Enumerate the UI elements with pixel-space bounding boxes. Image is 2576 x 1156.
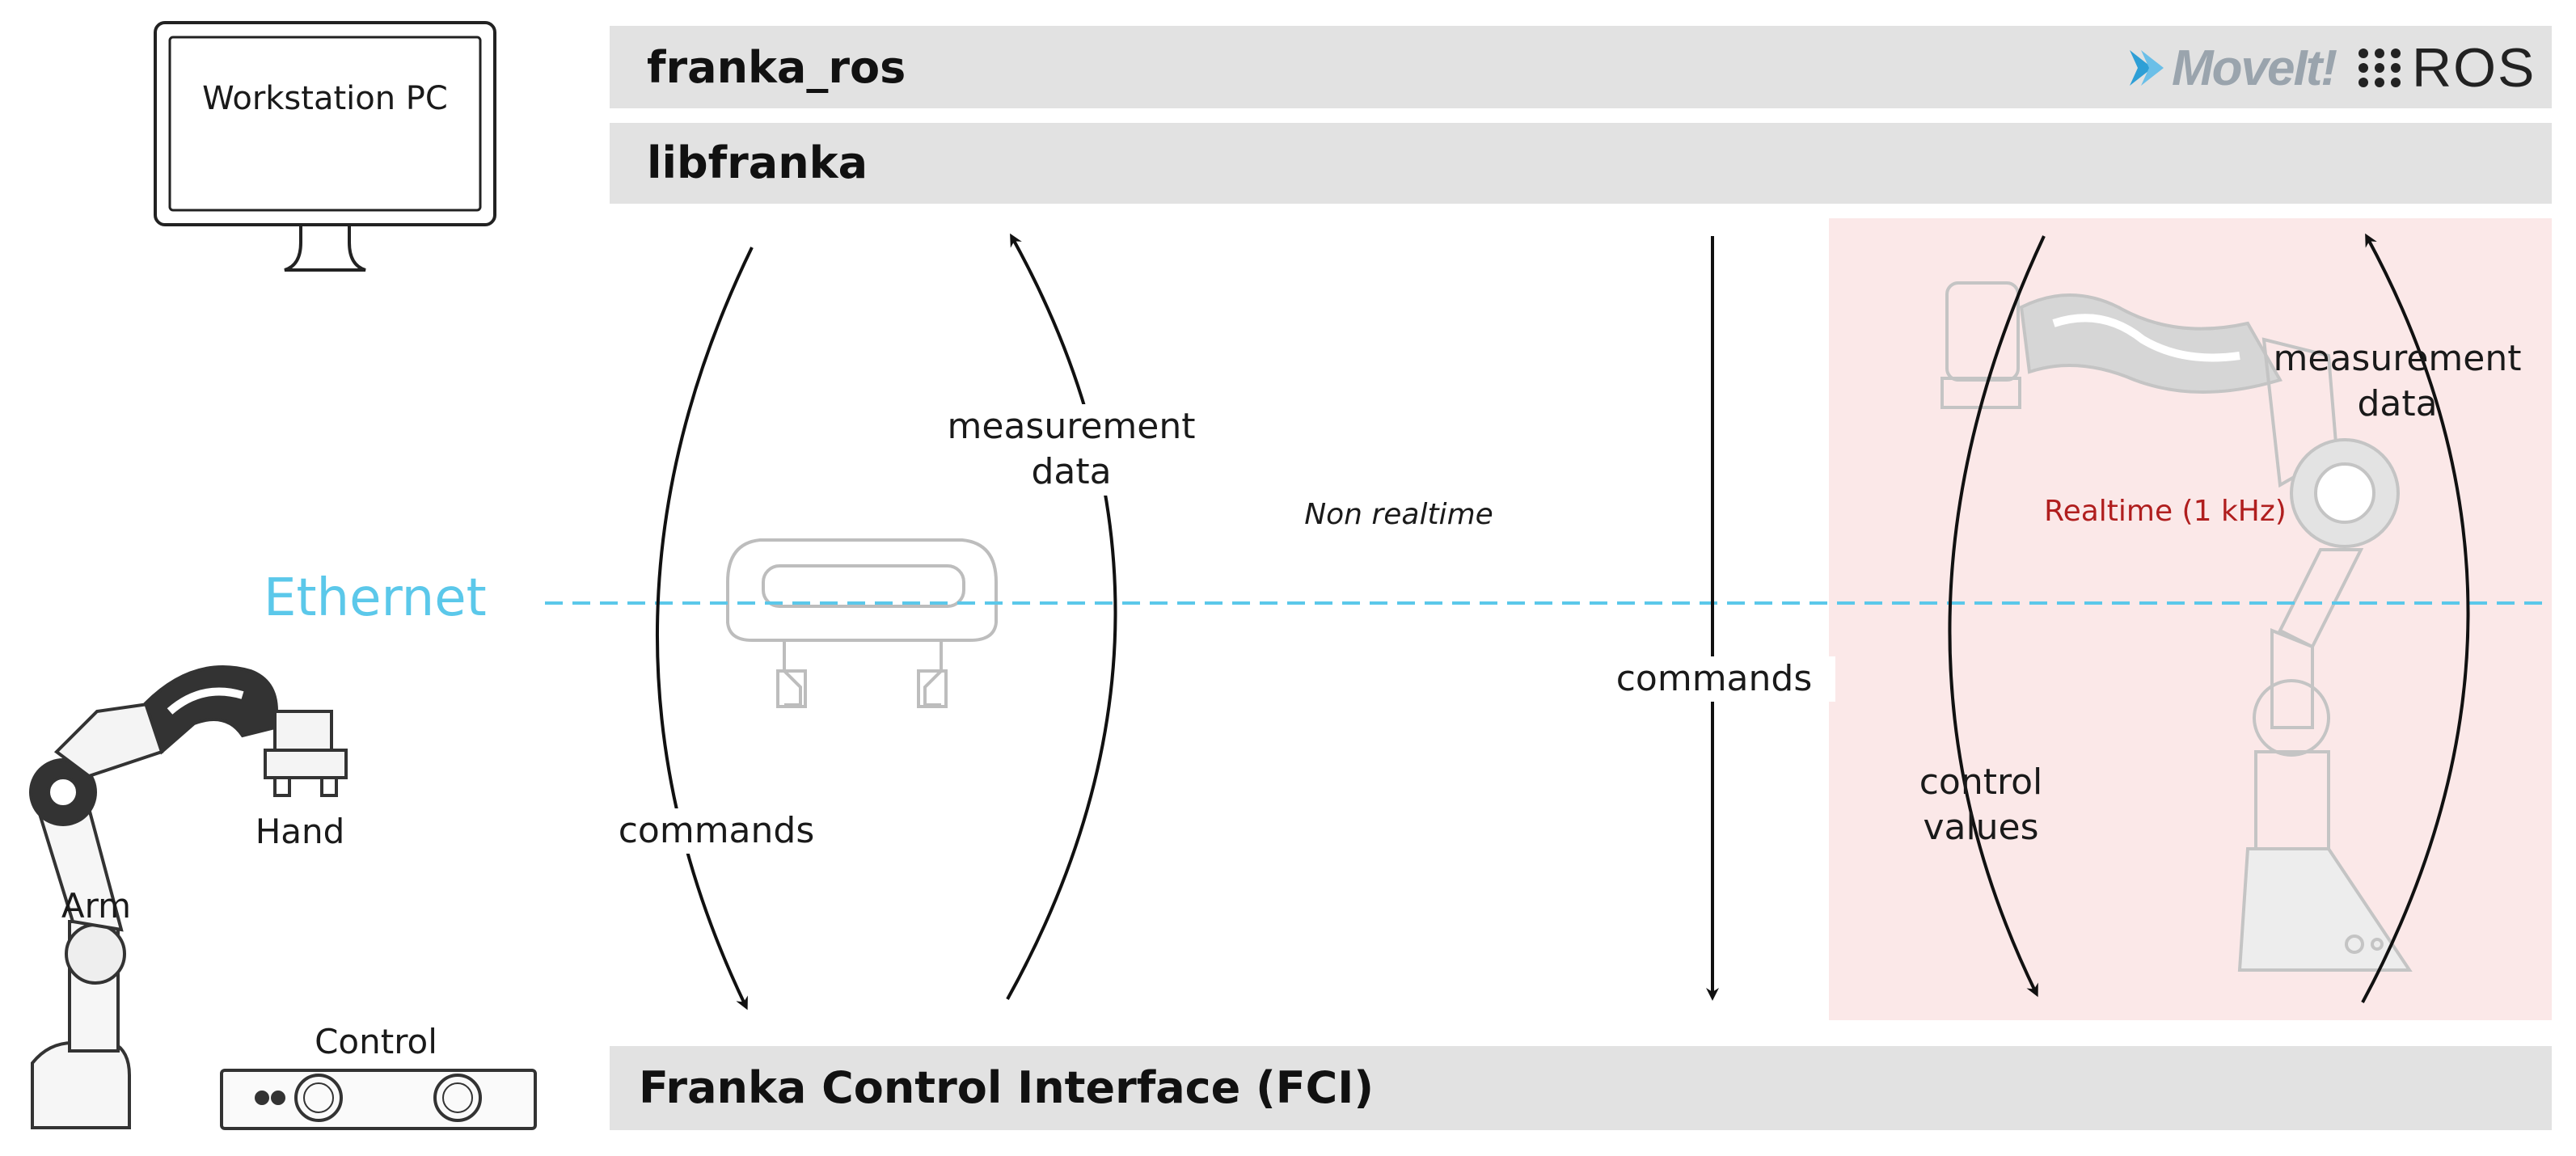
ethernet-label: Ethernet <box>264 568 487 628</box>
workstation-label: Workstation PC <box>202 80 448 117</box>
commands-straight-label: commands <box>1593 656 1835 702</box>
nrt-commands-arrow <box>656 247 754 1010</box>
realtime-title: Realtime (1 kHz) <box>2028 493 2303 530</box>
franka-ros-layer: franka_ros <box>610 26 2552 108</box>
realtime-title-text: Realtime (1 kHz) <box>2044 495 2287 528</box>
nrt-measurement-label: measurement data <box>938 404 1205 496</box>
libfranka-label: libfranka <box>647 137 868 188</box>
rt-measurement-label: measurement data <box>2273 338 2522 425</box>
franka-ros-label: franka_ros <box>647 42 906 93</box>
ros-logo: ROS <box>2412 37 2536 99</box>
rt-control-values-label: control values <box>1919 762 2043 849</box>
moveit-arrow-icon <box>2130 50 2164 86</box>
logos: MoveIt! ROS <box>2125 36 2536 100</box>
moveit-logo: MoveIt! <box>2172 40 2337 96</box>
nrt-measurement-arrow <box>1006 233 1117 1000</box>
fci-layer: Franka Control Interface (FCI) <box>610 1046 2552 1130</box>
libfranka-layer: libfranka <box>610 123 2552 204</box>
fci-label: Franka Control Interface (FCI) <box>639 1062 1375 1113</box>
rt-measurement-arrow <box>2361 233 2470 1003</box>
hand-label: Hand <box>255 812 345 851</box>
ros-dots-icon <box>2359 49 2401 87</box>
nonrealtime-title: Non realtime <box>1304 498 1493 531</box>
control-box-icon <box>220 1069 537 1130</box>
rt-control-arrow <box>1948 235 2046 998</box>
arm-label: Arm <box>61 886 132 926</box>
robot-arm-ghost-icon <box>1940 281 2413 972</box>
robot-arm-icon <box>29 665 348 1129</box>
nrt-commands-label: commands <box>595 808 838 854</box>
workstation-monitor-icon <box>154 21 496 272</box>
gripper-ghost-icon <box>726 538 998 708</box>
control-label: Control <box>315 1022 437 1061</box>
